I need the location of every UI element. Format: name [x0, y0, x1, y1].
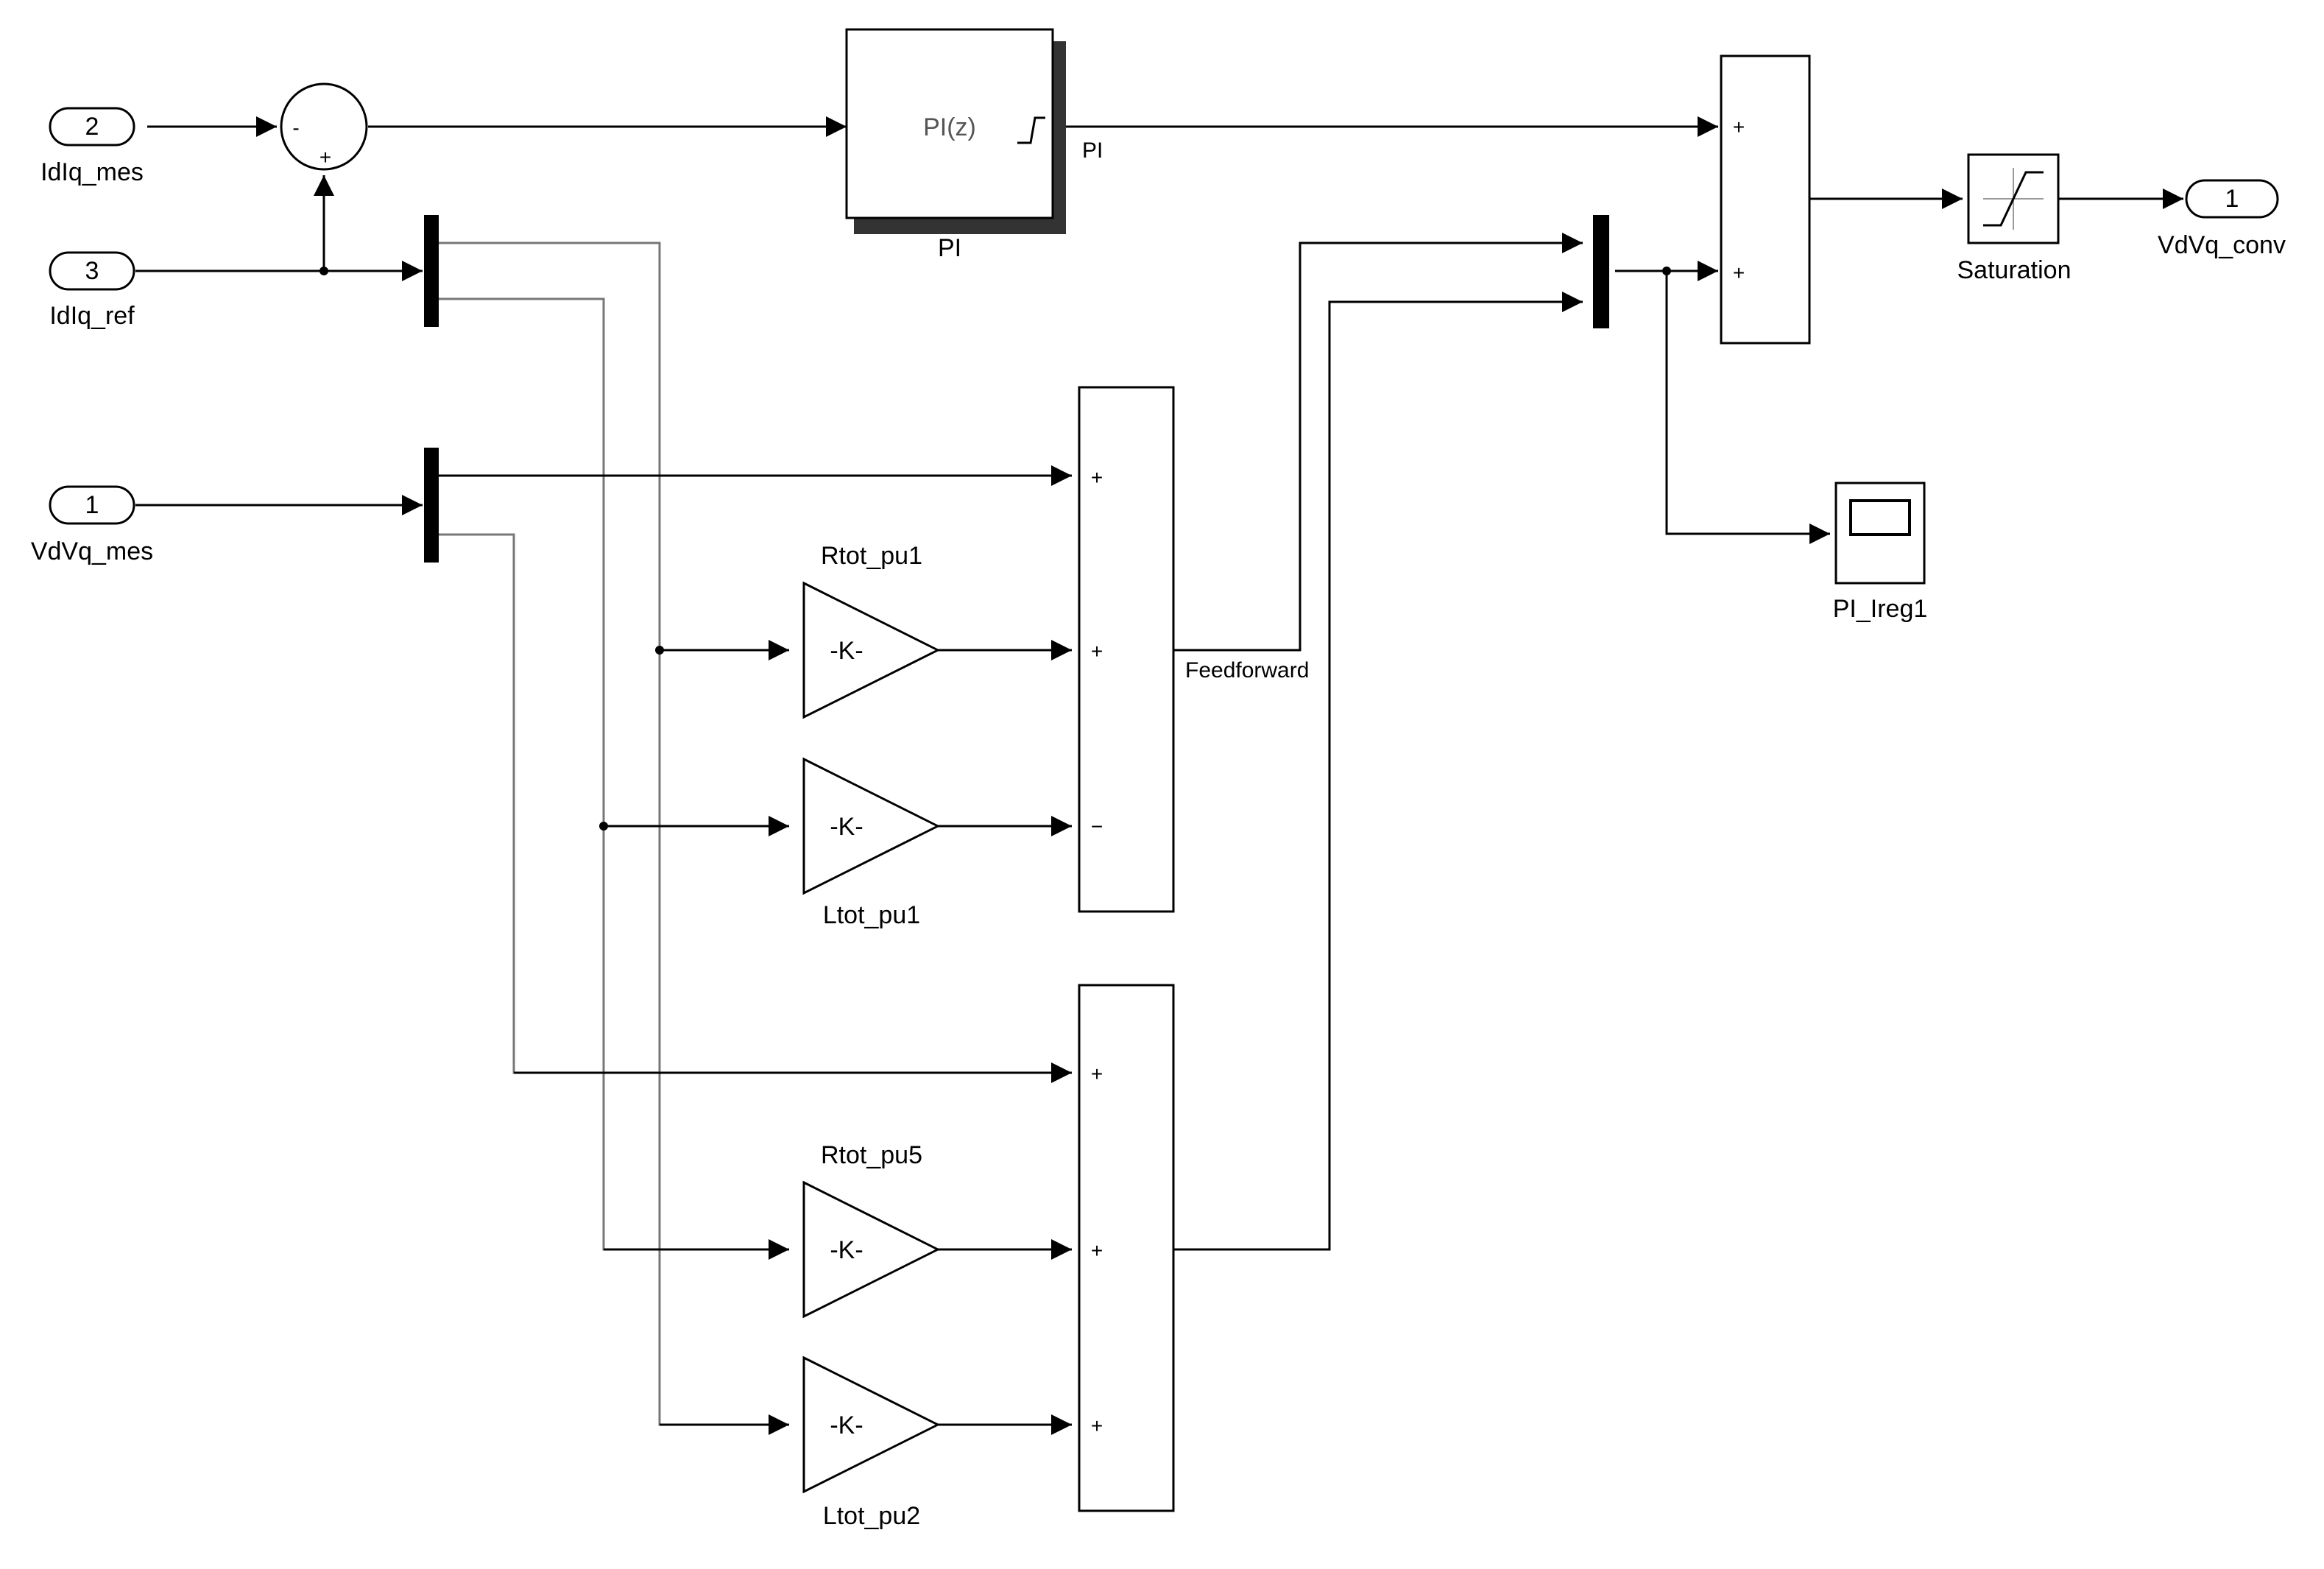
svg-text:+: +	[1091, 1414, 1103, 1437]
sum-circle[interactable]: - +	[280, 82, 368, 171]
inport-vdvq-mes-label: VdVq_mes	[31, 537, 153, 565]
mux-feedforward[interactable]	[1593, 215, 1609, 328]
gain-rtot-pu5[interactable]: -K-	[802, 1180, 941, 1319]
saturation-label: Saturation	[1957, 256, 2072, 284]
feedforward-signal-label: Feedforward	[1185, 658, 1309, 683]
sum-feedforward[interactable]: + + −	[1078, 386, 1175, 913]
gain-rtot-pu1-label: Rtot_pu1	[821, 542, 922, 570]
saturation-block[interactable]	[1967, 153, 2060, 244]
mux-idiq-ref[interactable]	[424, 215, 439, 327]
pi-output-label: PI	[1082, 138, 1103, 163]
svg-text:-: -	[292, 116, 299, 139]
outport-vdvq-conv[interactable]: 1	[2185, 179, 2279, 219]
svg-text:-K-: -K-	[830, 637, 863, 665]
outport-vdvq-conv-label: VdVq_conv	[2158, 231, 2286, 259]
svg-text:+: +	[319, 146, 331, 169]
scope-block[interactable]	[1834, 482, 1926, 585]
sum-output[interactable]: + +	[1720, 54, 1811, 345]
inport-vdvq-mes[interactable]: 1	[49, 485, 135, 525]
inport-idiq-ref[interactable]: 3	[49, 251, 135, 291]
pi-block-label: PI	[938, 234, 961, 262]
svg-text:-K-: -K-	[830, 813, 863, 841]
svg-text:2: 2	[85, 113, 99, 141]
svg-text:1: 1	[85, 491, 99, 519]
pi-block[interactable]: PI(z)	[845, 28, 1066, 234]
svg-text:+: +	[1091, 466, 1103, 489]
svg-text:−: −	[1091, 815, 1103, 838]
svg-text:-K-: -K-	[830, 1411, 863, 1439]
svg-text:-K-: -K-	[830, 1236, 863, 1264]
inport-idiq-mes-label: IdIq_mes	[40, 158, 144, 186]
svg-text:+: +	[1091, 1062, 1103, 1085]
inport-idiq-mes[interactable]: 2	[49, 107, 135, 147]
svg-text:+: +	[1091, 1239, 1103, 1262]
inport-idiq-ref-label: IdIq_ref	[49, 302, 135, 330]
scope-label: PI_Ireg1	[1833, 595, 1928, 623]
gain-ltot-pu1[interactable]: -K-	[802, 757, 941, 895]
svg-text:+: +	[1091, 640, 1103, 663]
svg-text:1: 1	[2225, 185, 2239, 213]
svg-text:3: 3	[85, 257, 99, 285]
svg-text:+: +	[1733, 261, 1745, 284]
signal-lines	[135, 116, 2183, 1435]
svg-text:+: +	[1733, 116, 1745, 138]
sum-lower[interactable]: + + +	[1078, 984, 1175, 1512]
gain-ltot-pu2[interactable]: -K-	[802, 1355, 941, 1494]
gain-ltot-pu2-label: Ltot_pu2	[823, 1502, 920, 1530]
gain-rtot-pu5-label: Rtot_pu5	[821, 1141, 922, 1169]
gain-ltot-pu1-label: Ltot_pu1	[823, 901, 920, 929]
mux-vdvq-mes[interactable]	[424, 448, 439, 563]
svg-text:PI(z): PI(z)	[923, 113, 976, 141]
gain-rtot-pu1[interactable]: -K-	[802, 581, 941, 719]
